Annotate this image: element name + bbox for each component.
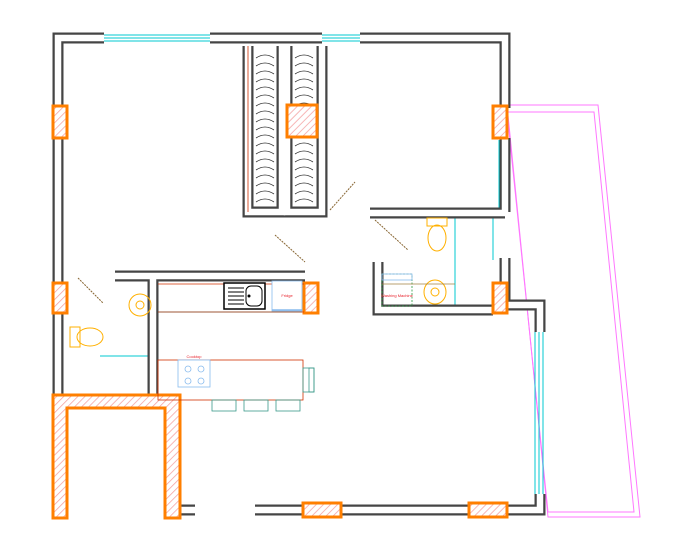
sink-icon: [223, 282, 266, 310]
column-l-shape: [51, 393, 182, 520]
hanger-icon: [255, 190, 275, 195]
column: [467, 501, 509, 519]
hanger-icon: [294, 166, 314, 171]
toilet-icon: [426, 217, 448, 252]
washbasin-icon: [423, 279, 447, 305]
hanger-icon: [294, 182, 314, 187]
hanger-icon: [294, 86, 314, 91]
hanger-icon: [294, 62, 314, 67]
cooktop: Cooktop: [177, 354, 211, 388]
hanger-icon: [255, 198, 275, 203]
hanger-icon: [294, 70, 314, 75]
hanger-icon: [255, 182, 275, 187]
washing-machine: Washing Machine: [381, 273, 455, 307]
hanger-icon: [255, 94, 275, 99]
fridge-label: Fridge: [281, 293, 293, 298]
structural-columns: [51, 103, 509, 520]
hanger-icon: [294, 150, 314, 155]
washing-machine-label: Washing Machine: [381, 293, 413, 298]
bathroom-fixtures: [69, 217, 448, 348]
balcony-outline: [506, 104, 641, 518]
washbasin-icon: [128, 293, 152, 317]
hanger-icon: [294, 174, 314, 179]
fridge: Fridge: [271, 280, 303, 312]
hanger-icon: [294, 158, 314, 163]
column: [301, 501, 343, 519]
hanger-icon: [294, 142, 314, 147]
hanger-icon: [294, 54, 314, 59]
column: [491, 104, 509, 140]
hanger-icon: [294, 78, 314, 83]
hanger-icon: [255, 118, 275, 123]
walls: [52, 32, 546, 516]
hanger-icon: [294, 94, 314, 99]
column: [51, 281, 69, 315]
hanger-icon: [255, 110, 275, 115]
hanger-icon: [255, 166, 275, 171]
hanger-icon: [255, 174, 275, 179]
stools: [211, 367, 315, 412]
toilet-icon: [69, 326, 104, 348]
hanger-icon: [294, 198, 314, 203]
hanger-icon: [255, 78, 275, 83]
column: [491, 281, 509, 315]
hanger-icon: [294, 190, 314, 195]
hanger-icon: [255, 142, 275, 147]
hanger-icon: [255, 126, 275, 131]
hanger-icon: [255, 54, 275, 59]
hanger-icon: [255, 150, 275, 155]
column: [285, 103, 319, 139]
hanger-icon: [255, 134, 275, 139]
hanger-icon: [255, 86, 275, 91]
hanger-icon: [255, 158, 275, 163]
column: [302, 281, 320, 315]
door-swings: [77, 181, 409, 304]
hanger-icon: [255, 70, 275, 75]
hanger-icon: [255, 62, 275, 67]
cooktop-label: Cooktop: [187, 354, 203, 359]
hanger-icon: [255, 102, 275, 107]
windows: [100, 34, 544, 494]
column: [51, 104, 69, 140]
kitchen: Fridge Cooktop: [157, 280, 315, 412]
